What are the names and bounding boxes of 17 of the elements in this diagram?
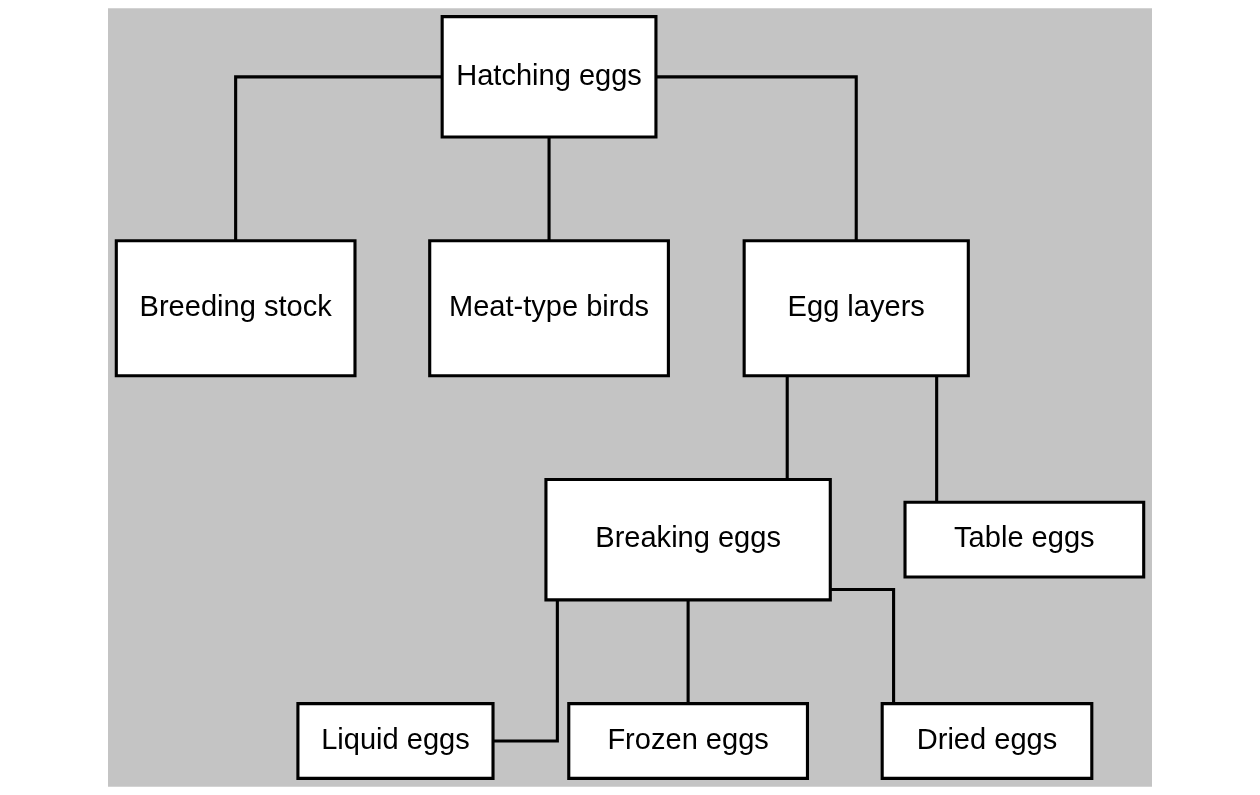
connector <box>547 137 551 241</box>
node-box: Frozen eggs <box>567 702 809 780</box>
node-box: Liquid eggs <box>296 702 495 780</box>
node-box: Egg layers <box>742 239 970 378</box>
node-box: Meat-type birds <box>428 239 670 378</box>
node-box: Breaking eggs <box>544 477 832 602</box>
connector <box>656 75 858 241</box>
connector <box>830 587 896 704</box>
node-box: Breeding stock <box>114 239 357 378</box>
node-box: Dried eggs <box>880 702 1094 780</box>
connector <box>493 600 559 743</box>
connector <box>234 75 443 241</box>
node-box: Hatching eggs <box>440 15 658 139</box>
connector <box>785 375 789 479</box>
connector <box>686 600 690 704</box>
connector <box>935 375 939 502</box>
node-box: Table eggs <box>903 500 1146 579</box>
